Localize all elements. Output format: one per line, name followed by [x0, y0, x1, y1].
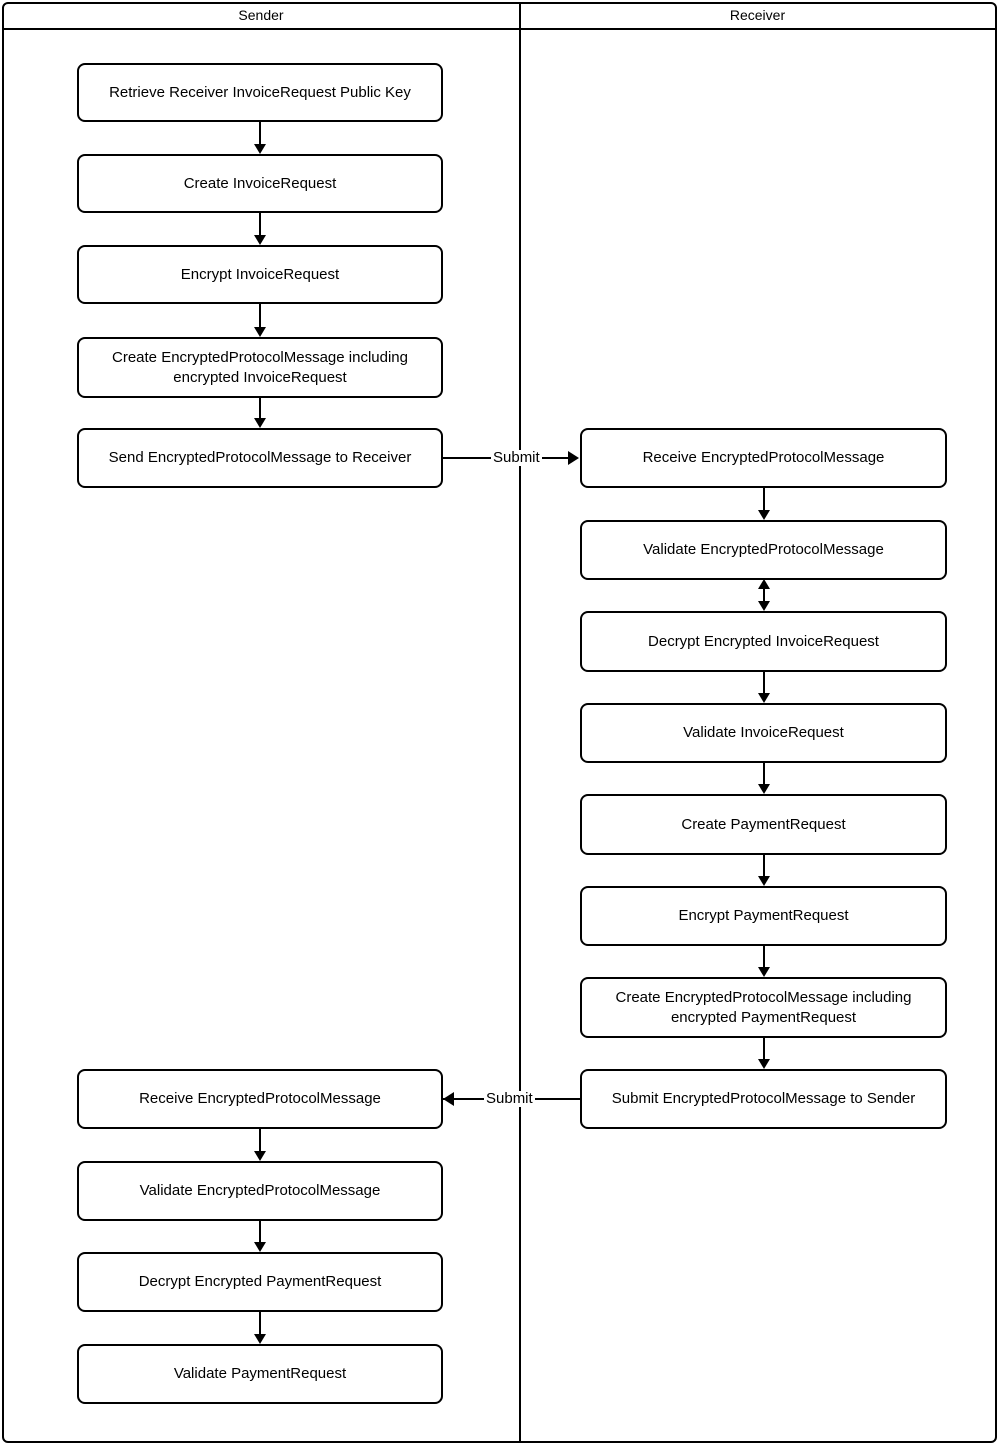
sequence-arrow-s4-s5: [259, 398, 261, 420]
message-flow-label-submit-1: Submit: [491, 449, 542, 466]
task-label: Validate EncryptedProtocolMessage: [139, 1182, 381, 1199]
task-validate-invoicerequest[interactable]: Validate InvoiceRequest: [580, 703, 947, 763]
task-label: Validate InvoiceRequest: [683, 724, 844, 741]
arrowhead-down-icon: [254, 1151, 266, 1161]
sequence-arrow-r1-r2: [763, 488, 765, 512]
arrowhead-down-icon: [758, 967, 770, 977]
arrowhead-up-icon: [758, 579, 770, 589]
task-label: Decrypt Encrypted InvoiceRequest: [648, 632, 879, 650]
task-label: Encrypt InvoiceRequest: [180, 265, 340, 283]
arrowhead-down-icon: [758, 693, 770, 703]
arrowhead-right-icon: [568, 451, 579, 465]
task-receive-epm-receiver[interactable]: Receive EncryptedProtocolMessage: [580, 428, 947, 488]
task-label: Validate EncryptedProtocolMessage: [643, 541, 884, 558]
task-receive-epm-sender[interactable]: Receive EncryptedProtocolMessage: [77, 1069, 443, 1129]
task-encrypt-invoicerequest[interactable]: Encrypt InvoiceRequest: [77, 245, 443, 304]
arrowhead-left-icon: [443, 1092, 454, 1106]
task-label: Send EncryptedProtocolMessage to Receive…: [108, 449, 412, 466]
task-label: Decrypt Encrypted PaymentRequest: [138, 1273, 382, 1290]
sequence-arrow-s6-s7: [259, 1129, 261, 1153]
lane-header-sender: Sender: [238, 7, 284, 23]
task-send-epm-to-receiver[interactable]: Send EncryptedProtocolMessage to Receive…: [77, 428, 443, 488]
sequence-arrow-s2-s3: [259, 213, 261, 237]
sequence-arrow-s8-s9: [259, 1312, 261, 1336]
task-validate-paymentrequest[interactable]: Validate PaymentRequest: [77, 1344, 443, 1404]
sequence-arrow-s7-s8: [259, 1221, 261, 1244]
task-label: Submit EncryptedProtocolMessage to Sende…: [611, 1090, 916, 1107]
sequence-arrow-r5-r6: [763, 855, 765, 878]
arrowhead-down-icon: [254, 1334, 266, 1344]
task-label: Create EncryptedProtocolMessage includin…: [615, 988, 912, 1026]
sequence-arrow-r2-r3-bidirectional: [763, 582, 765, 609]
task-create-epm-invoicerequest[interactable]: Create EncryptedProtocolMessage includin…: [77, 337, 443, 398]
lane-header-row: Sender Receiver: [2, 2, 997, 30]
sequence-arrow-s1-s2: [259, 122, 261, 146]
sequence-arrow-s3-s4: [259, 304, 261, 329]
arrowhead-down-icon: [758, 601, 770, 611]
task-retrieve-receiver-public-key[interactable]: Retrieve Receiver InvoiceRequest Public …: [77, 63, 443, 122]
arrowhead-down-icon: [758, 876, 770, 886]
sequence-arrow-r6-r7: [763, 946, 765, 969]
sequence-arrow-r3-r4: [763, 672, 765, 695]
task-validate-epm-receiver[interactable]: Validate EncryptedProtocolMessage: [580, 520, 947, 580]
task-label: Retrieve Receiver InvoiceRequest Public …: [109, 83, 411, 101]
task-decrypt-encrypted-invoicerequest[interactable]: Decrypt Encrypted InvoiceRequest: [580, 611, 947, 672]
task-decrypt-encrypted-paymentrequest[interactable]: Decrypt Encrypted PaymentRequest: [77, 1252, 443, 1312]
arrowhead-down-icon: [254, 1242, 266, 1252]
task-validate-epm-sender[interactable]: Validate EncryptedProtocolMessage: [77, 1161, 443, 1221]
task-create-paymentrequest[interactable]: Create PaymentRequest: [580, 794, 947, 855]
sequence-arrow-r4-r5: [763, 763, 765, 786]
task-create-epm-paymentrequest[interactable]: Create EncryptedProtocolMessage includin…: [580, 977, 947, 1038]
arrowhead-down-icon: [254, 418, 266, 428]
task-encrypt-paymentrequest[interactable]: Encrypt PaymentRequest: [580, 886, 947, 946]
lane-divider: [519, 2, 521, 1443]
arrowhead-down-icon: [254, 144, 266, 154]
lane-header-receiver: Receiver: [729, 7, 786, 23]
task-submit-epm-to-sender[interactable]: Submit EncryptedProtocolMessage to Sende…: [580, 1069, 947, 1129]
task-label: Receive EncryptedProtocolMessage: [139, 1090, 381, 1107]
task-create-invoicerequest[interactable]: Create InvoiceRequest: [77, 154, 443, 213]
arrowhead-down-icon: [758, 1059, 770, 1069]
task-label: Encrypt PaymentRequest: [678, 907, 849, 924]
message-flow-label-submit-2: Submit: [484, 1090, 535, 1107]
task-label: Validate PaymentRequest: [173, 1365, 347, 1382]
task-label: Receive EncryptedProtocolMessage: [642, 449, 885, 466]
task-label: Create InvoiceRequest: [183, 174, 337, 192]
arrowhead-down-icon: [758, 510, 770, 520]
arrowhead-down-icon: [758, 784, 770, 794]
task-label: Create EncryptedProtocolMessage includin…: [112, 348, 408, 386]
sequence-arrow-r7-r8: [763, 1038, 765, 1061]
task-label: Create PaymentRequest: [681, 815, 846, 833]
arrowhead-down-icon: [254, 327, 266, 337]
arrowhead-down-icon: [254, 235, 266, 245]
